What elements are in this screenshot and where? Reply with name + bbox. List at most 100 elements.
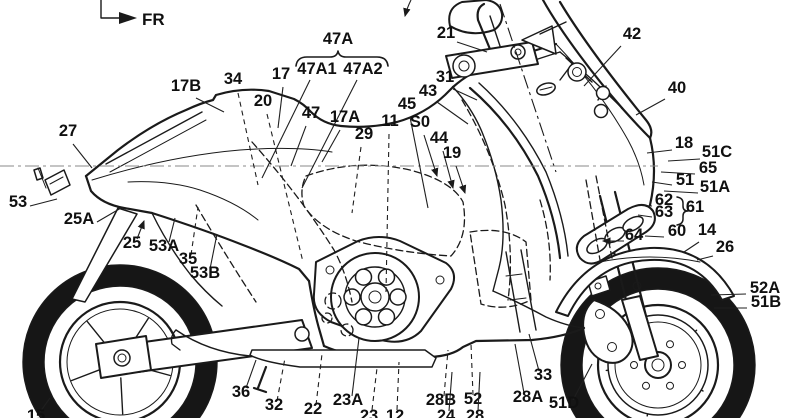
ref-label-47: 47 bbox=[302, 104, 320, 122]
ref-label-17B: 17B bbox=[171, 77, 201, 95]
front-tire bbox=[561, 268, 755, 418]
ref-label-28A: 28A bbox=[513, 388, 543, 406]
windscreen-inner bbox=[541, 0, 624, 110]
caliper-bolt bbox=[595, 309, 605, 319]
lobe bbox=[377, 308, 396, 326]
leader-line-51C bbox=[667, 158, 701, 162]
leader-line-19 bbox=[455, 165, 467, 195]
ref-label-43: 43 bbox=[419, 82, 437, 100]
frame-tube bbox=[251, 141, 353, 303]
seat-top-profile bbox=[84, 85, 455, 178]
leader-line-14 bbox=[683, 241, 700, 253]
muffler-line bbox=[175, 329, 331, 358]
leader-line-60 bbox=[644, 235, 665, 238]
panel-crease bbox=[127, 181, 259, 221]
leader-line-25 bbox=[136, 219, 145, 240]
ref-label-24: 24 bbox=[437, 407, 456, 418]
bolt bbox=[630, 361, 638, 369]
ref-label-62: 62 bbox=[655, 191, 673, 209]
brace-47A bbox=[295, 50, 389, 67]
ref-label-45: 45 bbox=[398, 95, 416, 113]
ref-label-15: 15 bbox=[27, 407, 45, 418]
leader-line-28A bbox=[514, 343, 525, 394]
ref-label-20: 20 bbox=[254, 92, 272, 110]
cover-center-bolt bbox=[368, 290, 382, 304]
radiator-rib bbox=[505, 273, 523, 277]
ref-label-19: 19 bbox=[443, 144, 461, 162]
front-fender bbox=[555, 246, 735, 317]
ref-label-53B: 53B bbox=[190, 264, 220, 282]
ref-label-34: 34 bbox=[224, 70, 243, 88]
front-hub bbox=[644, 351, 672, 379]
leader-line-25A bbox=[96, 207, 122, 223]
fr-bracket-line bbox=[100, 0, 120, 19]
ref-label-25A: 25A bbox=[64, 210, 94, 228]
fender-body bbox=[555, 246, 735, 317]
front-rim bbox=[596, 303, 720, 418]
clamp-boss bbox=[452, 54, 476, 78]
case-bolt bbox=[325, 265, 335, 275]
ref-label-31: 31 bbox=[436, 68, 454, 86]
ref-label-33: 33 bbox=[534, 366, 552, 384]
leader-line-17A bbox=[321, 129, 341, 163]
ref-label-60: 60 bbox=[668, 222, 686, 240]
ref-label-53A: 53A bbox=[149, 237, 179, 255]
ref-label-51C: 51C bbox=[702, 143, 732, 161]
ref-label-12: 12 bbox=[386, 407, 404, 418]
fr-arrow-icon bbox=[119, 12, 137, 24]
ref-label-27: 27 bbox=[59, 122, 77, 140]
ref-label-14: 14 bbox=[698, 221, 717, 239]
muffler-cap bbox=[170, 329, 181, 351]
leader-line-52 bbox=[470, 343, 474, 396]
head-tube-rear bbox=[478, 82, 569, 257]
ref-label-S0: S0 bbox=[410, 113, 430, 131]
bolt bbox=[666, 381, 674, 390]
front-axle bbox=[651, 358, 665, 372]
leader-line-29 bbox=[351, 146, 362, 214]
ref-label-26: 26 bbox=[716, 238, 734, 256]
bracket-bolt bbox=[593, 103, 609, 119]
fuel-tank-outline bbox=[301, 164, 466, 257]
leader-line-43 bbox=[436, 101, 469, 125]
leader-line-28B bbox=[443, 349, 449, 397]
leader-line-47A1 bbox=[261, 79, 311, 179]
cover-lobes bbox=[343, 268, 407, 326]
ref-label-35: 35 bbox=[179, 250, 197, 268]
fr-label: FR bbox=[142, 10, 165, 29]
ref-label-51: 51 bbox=[676, 171, 694, 189]
leader-line-28 bbox=[477, 371, 481, 412]
ref-label-52: 52 bbox=[464, 390, 482, 408]
leader-line-36 bbox=[245, 359, 257, 389]
swingarm-pivot bbox=[294, 326, 310, 342]
leader-line-27 bbox=[72, 143, 93, 169]
leader-line-51D bbox=[572, 363, 593, 401]
ref-label-42: 42 bbox=[623, 25, 641, 43]
ref-label-61: 61 bbox=[686, 198, 704, 216]
ref-label-65: 65 bbox=[699, 159, 717, 177]
leader-line-47A2 bbox=[301, 79, 358, 189]
radiator-rib bbox=[509, 297, 527, 301]
fork-slider bbox=[621, 295, 659, 361]
leader-line-21 bbox=[456, 41, 488, 53]
cowl-vent-line bbox=[539, 86, 553, 91]
airbox-outline bbox=[469, 229, 532, 308]
leader-line-31 bbox=[452, 88, 478, 101]
mirror-stalk bbox=[476, 2, 494, 56]
leader-line-32 bbox=[276, 357, 286, 402]
mirror-stalk-inner bbox=[489, 15, 503, 53]
windscreen-tip bbox=[620, 106, 652, 140]
leader-line-53B bbox=[209, 233, 218, 270]
ref-label-18: 18 bbox=[675, 134, 693, 152]
leader-line-52A bbox=[710, 293, 747, 296]
hidden-boss bbox=[324, 292, 342, 310]
front-tire-outline bbox=[560, 267, 756, 418]
leader-line-23 bbox=[371, 367, 378, 411]
down-tube bbox=[461, 99, 512, 301]
leader-line-53A bbox=[168, 217, 176, 243]
ref-label-28: 28 bbox=[466, 407, 484, 418]
ref-label-52A: 52A bbox=[750, 279, 780, 297]
ref-label-23A: 23A bbox=[333, 391, 363, 409]
leader-line-12 bbox=[396, 361, 400, 411]
